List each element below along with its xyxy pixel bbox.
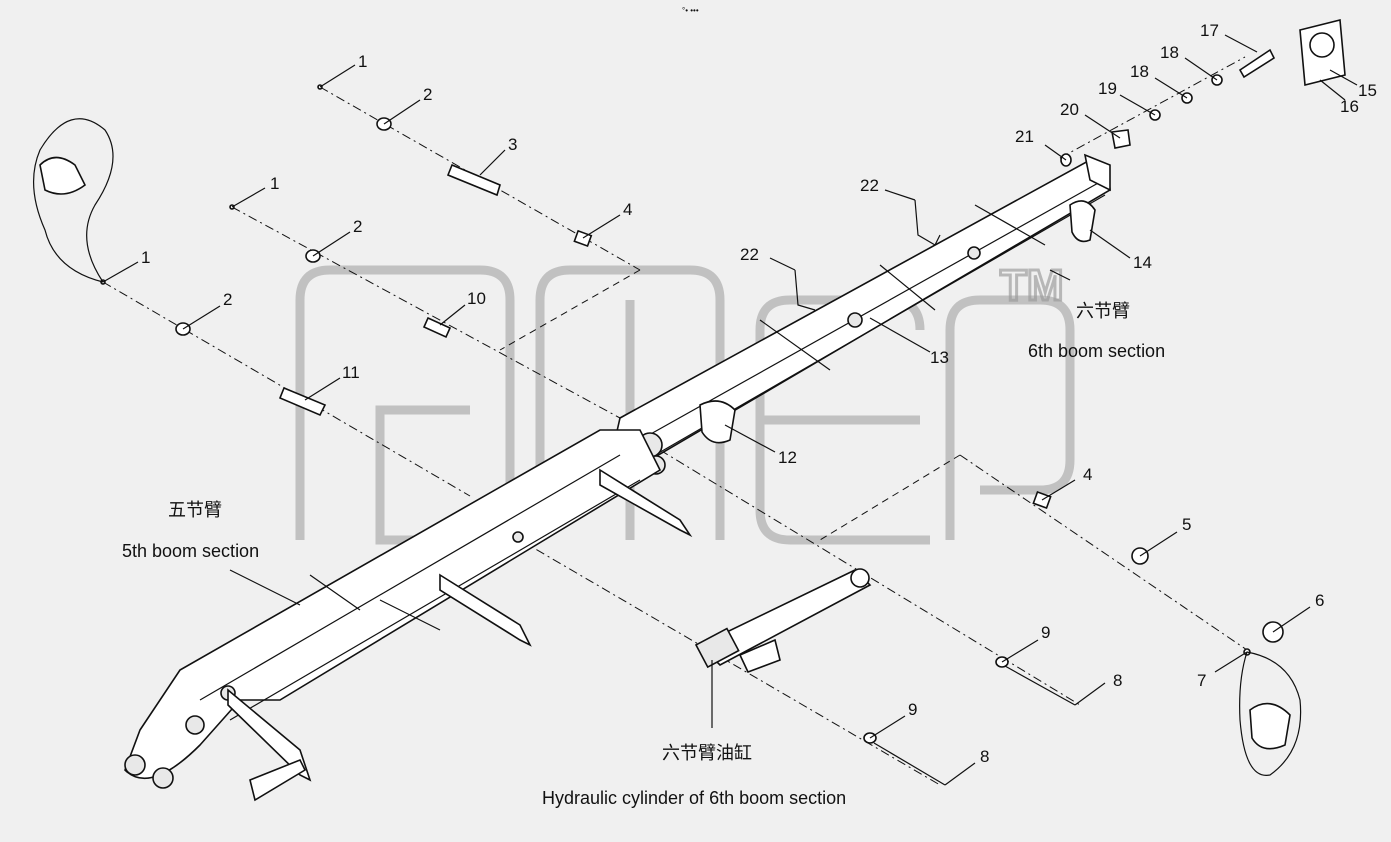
- callout-4: 4: [623, 200, 632, 219]
- watermark-tm: TM: [1000, 261, 1064, 310]
- callout-13: 13: [930, 348, 949, 367]
- callout-18: 18: [1160, 43, 1179, 62]
- callout-18: 18: [1130, 62, 1149, 81]
- callout-6: 6: [1315, 591, 1324, 610]
- callout-2: 2: [353, 217, 362, 236]
- callout-15: 15: [1358, 81, 1377, 100]
- callout-20: 20: [1060, 100, 1079, 119]
- callout-22: 22: [860, 176, 879, 195]
- detail-bubble-right: [1239, 651, 1302, 776]
- caption-6th-boom-cn: 六节臂: [1076, 301, 1130, 322]
- callout-17: 17: [1200, 21, 1219, 40]
- callout-21: 21: [1015, 127, 1034, 146]
- callout-4: 4: [1083, 465, 1092, 484]
- callout-2: 2: [423, 85, 432, 104]
- caption-6th-boom-en: 6th boom section: [1028, 341, 1165, 361]
- hydraulic-cylinder: [694, 568, 872, 674]
- callout-8: 8: [980, 747, 989, 766]
- caption-cylinder-cn: 六节臂油缸: [662, 742, 752, 764]
- loose-parts: [100, 18, 1346, 786]
- caption-cylinder-en: Hydraulic cylinder of 6th boom section: [542, 788, 846, 808]
- caption-5th-boom-cn: 五节臂: [168, 500, 222, 521]
- callout-16: 16: [1340, 97, 1359, 116]
- callout-9: 9: [1041, 623, 1050, 642]
- sixth-boom-section: [614, 153, 1111, 475]
- callout-12: 12: [778, 448, 797, 467]
- caption-5th-boom-en: 5th boom section: [122, 541, 259, 561]
- callout-7: 7: [1197, 671, 1206, 690]
- callout-5: 5: [1182, 515, 1191, 534]
- callout-10: 10: [467, 289, 486, 308]
- callout-9: 9: [908, 700, 917, 719]
- callout-2: 2: [223, 290, 232, 309]
- callout-1: 1: [270, 174, 279, 193]
- callout-numbers: 1 2 3 4 1 2 10 11 1 2 17 18 18 19 20 21 …: [141, 21, 1377, 766]
- callout-14: 14: [1133, 253, 1152, 272]
- callout-19: 19: [1098, 79, 1117, 98]
- callout-1: 1: [141, 248, 150, 267]
- detail-bubble-left: [33, 118, 114, 283]
- fifth-boom-section: [124, 429, 693, 802]
- leader-lines: [102, 34, 1358, 786]
- callout-11: 11: [342, 363, 360, 382]
- callout-8: 8: [1113, 671, 1122, 690]
- callout-1: 1: [358, 52, 367, 71]
- callout-22: 22: [740, 245, 759, 264]
- section-captions: 六节臂 6th boom section 五节臂 5th boom sectio…: [122, 301, 1165, 808]
- callout-3: 3: [508, 135, 517, 154]
- top-marker: °• •••: [682, 6, 699, 15]
